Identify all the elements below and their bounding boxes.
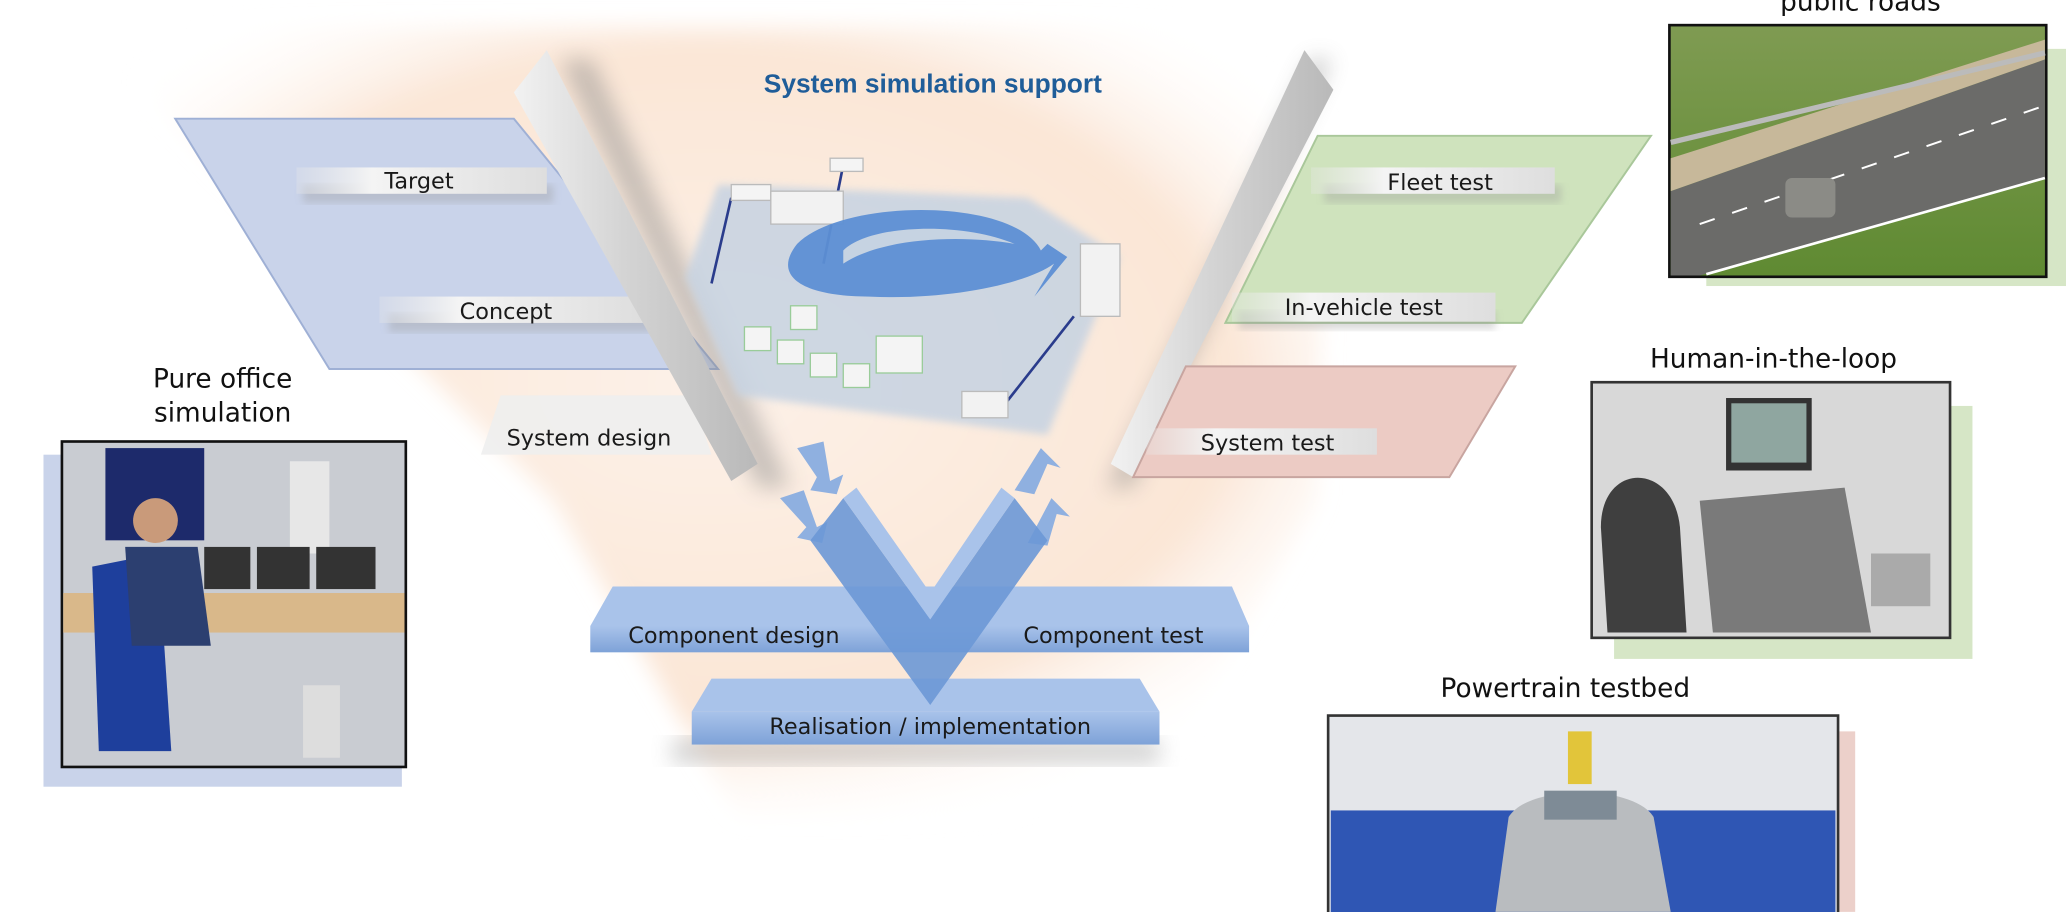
label-component-design: Component design [628, 623, 839, 649]
label-fleet-test: Fleet test [1387, 170, 1493, 196]
v-shape [810, 498, 1048, 706]
human-in-the-loop-photo [1590, 380, 1952, 640]
level-bar-in-vehicle [1231, 292, 1496, 322]
right-slab [1110, 50, 1334, 478]
caption-office-2: simulation [154, 399, 291, 429]
public-roads-photo [1668, 23, 2048, 279]
caption-office-1: Pure office [153, 364, 292, 394]
caption-public-roads: public roads [1780, 0, 1941, 18]
pink-panel [1131, 365, 1517, 479]
simulation-illustration [685, 157, 1121, 435]
label-realisation: Realisation / implementation [769, 714, 1091, 740]
left-slab [513, 50, 758, 482]
label-system-design: System design [507, 425, 672, 451]
powertrain-testbed-photo [1326, 714, 1840, 912]
label-in-vehicle-test: In-vehicle test [1285, 295, 1443, 321]
label-component-test: Component test [1023, 623, 1203, 649]
office-photo [60, 440, 408, 769]
level-bar-concept [379, 296, 643, 323]
level-bar-system-test [1146, 428, 1377, 455]
caption-powertrain-testbed: Powertrain testbed [1441, 674, 1691, 704]
caption-human-in-the-loop: Human-in-the-loop [1650, 345, 1897, 375]
level-bar-target [296, 167, 547, 194]
label-concept: Concept [460, 299, 553, 325]
label-target: Target [383, 169, 453, 195]
diagram-title: System simulation support [764, 68, 1102, 98]
down-arrows [780, 441, 844, 543]
realisation-step [691, 711, 1160, 745]
level-bar-fleet [1311, 167, 1555, 194]
label-system-test: System test [1201, 431, 1335, 457]
